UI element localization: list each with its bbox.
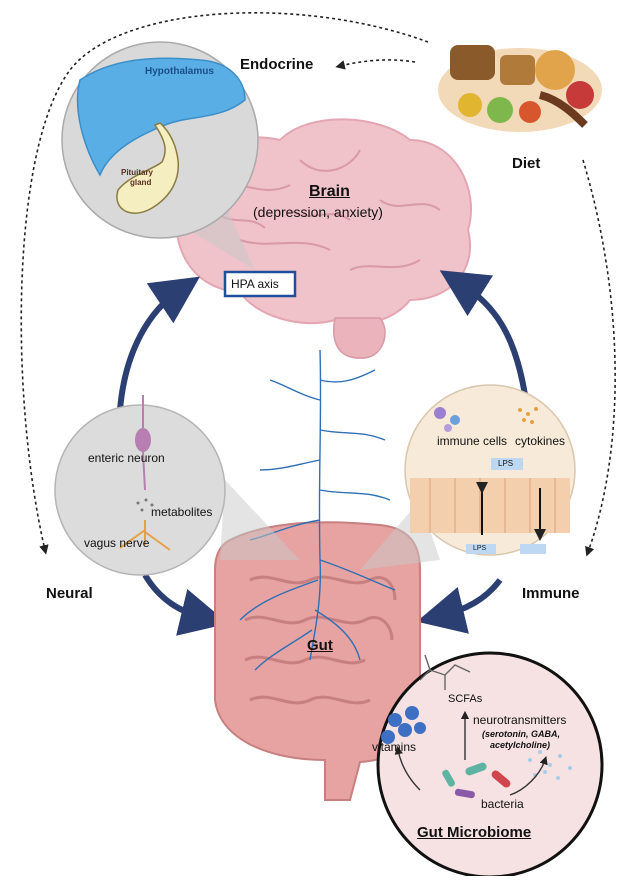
gut-microbiome-title: Gut Microbiome [417,824,532,841]
vagus-nerve-label: vagus nerve [84,536,150,550]
immune-cells-label: immune cells [437,434,508,448]
lps-label: LPS [498,459,514,468]
brain-title: Brain [309,183,350,200]
diet-to-endocrine-arrow [335,59,416,70]
neurotransmitter-examples-line2: acetylcholine) [490,740,551,750]
immune-zoom-circle [360,384,576,570]
lps-small-label: LPS [473,545,487,552]
vitamins-label: vitamins [372,740,417,754]
cytokines-label: cytokines [515,434,566,448]
diet-outer-loop-left-arrow [20,12,429,555]
gut-illustration [214,521,421,801]
neural-down-arrow [142,573,229,636]
enteric-neuron-label: enteric neuron [88,451,165,465]
pituitary-label-line2: gland [130,178,152,187]
brain-conditions: (depression, anxiety) [253,204,383,220]
immune-down-arrow [416,578,503,634]
scfas-label: SCFAs [448,693,483,705]
neurotransmitters-label: neurotransmitters [473,713,567,727]
diet-to-immune-arrow [582,159,616,557]
diet-label: Diet [512,155,541,172]
enteric-neuron-zoom-circle [54,395,300,576]
neural-label: Neural [46,585,93,602]
bacteria-label: bacteria [481,797,524,811]
hypothalamus-label: Hypothalamus [145,66,214,77]
hpa-axis-box [223,270,297,298]
neurotransmitter-examples-line1: (serotonin, GABA, [482,729,560,739]
endocrine-label: Endocrine [240,56,314,73]
metabolites-label: metabolites [151,505,213,519]
gut-title: Gut [307,637,333,654]
neural-up-arrow [117,276,200,411]
hypothalamus-zoom-circle [61,41,259,270]
hpa-axis-label: HPA axis [231,277,279,291]
immune-up-arrow [439,270,528,396]
diet-food-illustration [438,45,602,132]
immune-label: Immune [522,585,580,602]
vagus-nerve-branches [239,349,396,671]
gut-microbiome-circle [376,651,604,879]
pituitary-label-line1: Pituitary [121,168,154,177]
